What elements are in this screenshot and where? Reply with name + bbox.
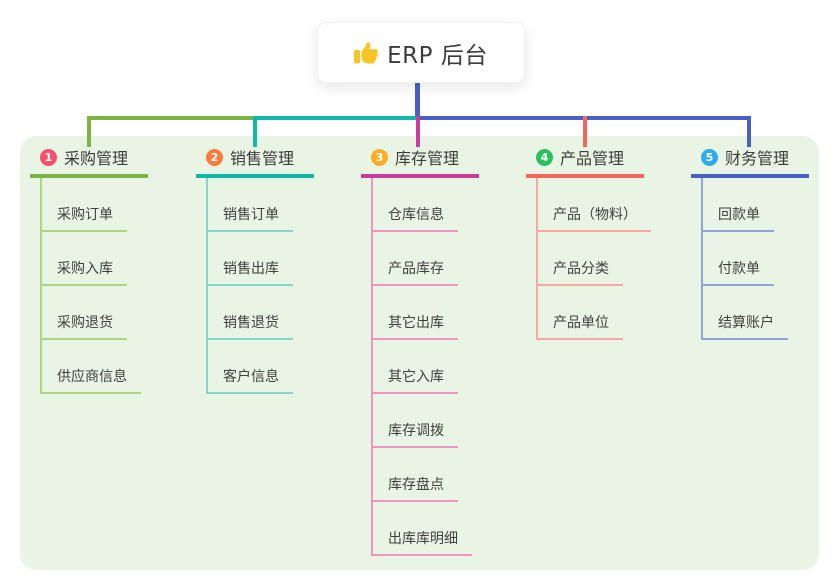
- branch-label: 销售管理: [230, 149, 295, 168]
- child-node[interactable]: 库存调拨: [371, 394, 458, 448]
- root-connector-line: [415, 80, 420, 118]
- thumbs-up-icon: [354, 41, 379, 63]
- children-connector-line: [701, 178, 703, 340]
- branch-header[interactable]: 3 库存管理: [361, 144, 479, 178]
- child-node[interactable]: 其它入库: [371, 340, 458, 394]
- children-connector-line: [206, 178, 208, 394]
- branch-sales: 2 销售管理 销售订单销售出库销售退货客户信息: [196, 144, 326, 394]
- children-list: 回款单付款单结算账户: [701, 178, 788, 340]
- branch-drop-line: [416, 116, 420, 147]
- branch-index-badge: 3: [371, 148, 388, 166]
- branch-drop-line: [87, 116, 91, 147]
- root-node[interactable]: ERP 后台: [317, 22, 525, 83]
- child-node[interactable]: 其它出库: [371, 286, 458, 340]
- branch-label: 库存管理: [395, 149, 460, 168]
- branch-index-badge: 2: [206, 148, 223, 166]
- branch-label: 财务管理: [725, 149, 790, 168]
- child-node[interactable]: 仓库信息: [371, 178, 458, 232]
- branch-index-badge: 5: [701, 148, 718, 166]
- child-node[interactable]: 出库库明细: [371, 502, 472, 556]
- root-title: ERP 后台: [387, 42, 488, 69]
- child-node[interactable]: 采购入库: [40, 232, 127, 286]
- connector-bar-right: [416, 116, 749, 120]
- connector-bar-middle: [253, 116, 416, 120]
- children-list: 仓库信息产品库存其它出库其它入库库存调拨库存盘点出库库明细: [371, 178, 472, 556]
- child-node[interactable]: 回款单: [701, 178, 774, 232]
- branch-index-badge: 1: [40, 148, 57, 166]
- branch-drop-line: [583, 116, 587, 147]
- children-list: 采购订单采购入库采购退货供应商信息: [40, 178, 141, 394]
- child-node[interactable]: 产品分类: [536, 232, 623, 286]
- branch-label: 采购管理: [64, 149, 129, 168]
- child-node[interactable]: 采购退货: [40, 286, 127, 340]
- children-connector-line: [371, 178, 373, 556]
- branch-index-badge: 4: [536, 148, 553, 166]
- child-node[interactable]: 销售出库: [206, 232, 293, 286]
- child-node[interactable]: 供应商信息: [40, 340, 141, 394]
- children-list: 销售订单销售出库销售退货客户信息: [206, 178, 293, 394]
- child-node[interactable]: 销售退货: [206, 286, 293, 340]
- branches-panel: [20, 136, 819, 570]
- branch-drop-line: [747, 116, 751, 147]
- children-connector-line: [40, 178, 42, 394]
- child-node[interactable]: 付款单: [701, 232, 774, 286]
- branch-label: 产品管理: [560, 149, 625, 168]
- child-node[interactable]: 客户信息: [206, 340, 293, 394]
- child-node[interactable]: 产品单位: [536, 286, 623, 340]
- children-connector-line: [536, 178, 538, 340]
- child-node[interactable]: 销售订单: [206, 178, 293, 232]
- branch-finance: 5 财务管理 回款单付款单结算账户: [691, 144, 821, 340]
- branch-product: 4 产品管理 产品（物料）产品分类产品单位: [526, 144, 656, 340]
- child-node[interactable]: 结算账户: [701, 286, 788, 340]
- branch-header[interactable]: 5 财务管理: [691, 144, 809, 178]
- branch-purchase: 1 采购管理 采购订单采购入库采购退货供应商信息: [30, 144, 160, 394]
- branch-inventory: 3 库存管理 仓库信息产品库存其它出库其它入库库存调拨库存盘点出库库明细: [361, 144, 491, 556]
- child-node[interactable]: 产品库存: [371, 232, 458, 286]
- child-node[interactable]: 采购订单: [40, 178, 127, 232]
- child-node[interactable]: 库存盘点: [371, 448, 458, 502]
- branch-header[interactable]: 1 采购管理: [30, 144, 148, 178]
- branch-header[interactable]: 2 销售管理: [196, 144, 314, 178]
- branch-header[interactable]: 4 产品管理: [526, 144, 644, 178]
- connector-bar-left: [87, 116, 255, 120]
- branch-drop-line: [253, 116, 257, 147]
- children-list: 产品（物料）产品分类产品单位: [536, 178, 651, 340]
- child-node[interactable]: 产品（物料）: [536, 178, 651, 232]
